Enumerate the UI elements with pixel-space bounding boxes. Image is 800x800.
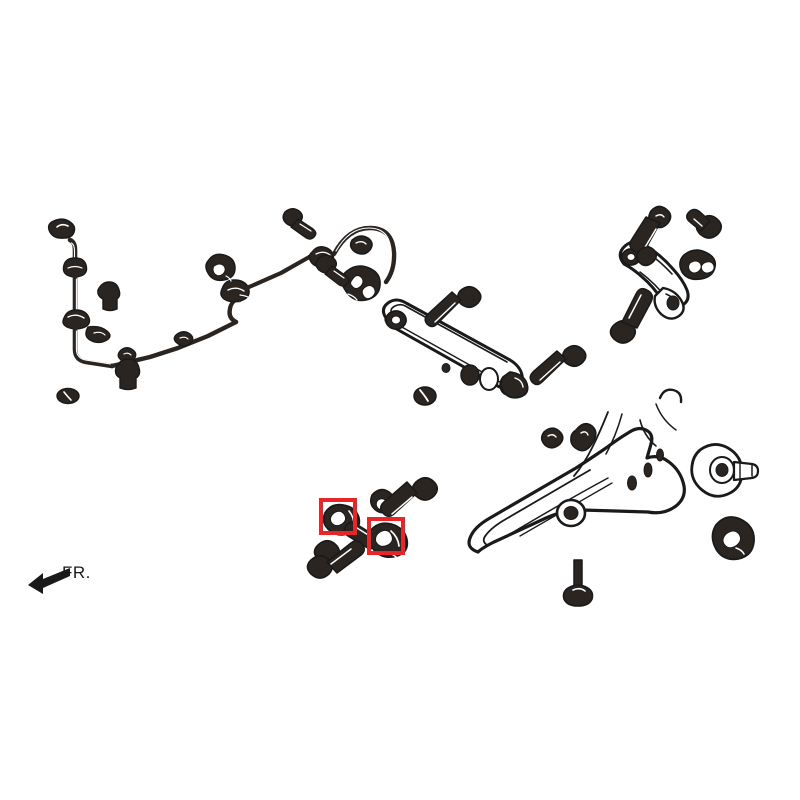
knuckle-hub-spindle: [690, 443, 760, 498]
upper-arm-bolt: [686, 208, 723, 239]
harness-clip-b: [114, 358, 141, 391]
abs-sensor-head: [340, 265, 381, 302]
upper-arm-bolt-lower: [609, 287, 654, 344]
knuckle-bolt-small: [540, 427, 564, 449]
harness-grommet: [205, 253, 236, 282]
harness-clip-a: [97, 281, 121, 312]
toe-arm-bolt-upper: [380, 476, 439, 517]
highlight-box-inner-bushing[interactable]: [319, 498, 357, 535]
hose-bracket-bolt-a: [282, 208, 317, 240]
lateral-arm-bolt-lower: [529, 344, 587, 386]
knuckle-clip: [570, 422, 597, 452]
lateral-control-arm: [381, 298, 529, 399]
lateral-arm-bolt-upper: [424, 285, 482, 328]
toe-arm-bolt-bottom: [306, 540, 365, 579]
upper-arm-link: [629, 205, 672, 267]
trailing-arm-knuckle: [467, 388, 760, 554]
upper-arm-bracket: [679, 249, 717, 281]
harness-bolt-mid: [315, 254, 350, 287]
washer-small: [56, 387, 80, 405]
vertical-bolt: [562, 559, 594, 607]
lateral-arm-washer: [413, 386, 437, 406]
front-direction-label: FR.: [62, 563, 91, 582]
highlight-box-outer-bushing[interactable]: [367, 517, 405, 555]
knuckle-nut: [711, 516, 755, 561]
left-arrow-icon: [28, 568, 70, 594]
